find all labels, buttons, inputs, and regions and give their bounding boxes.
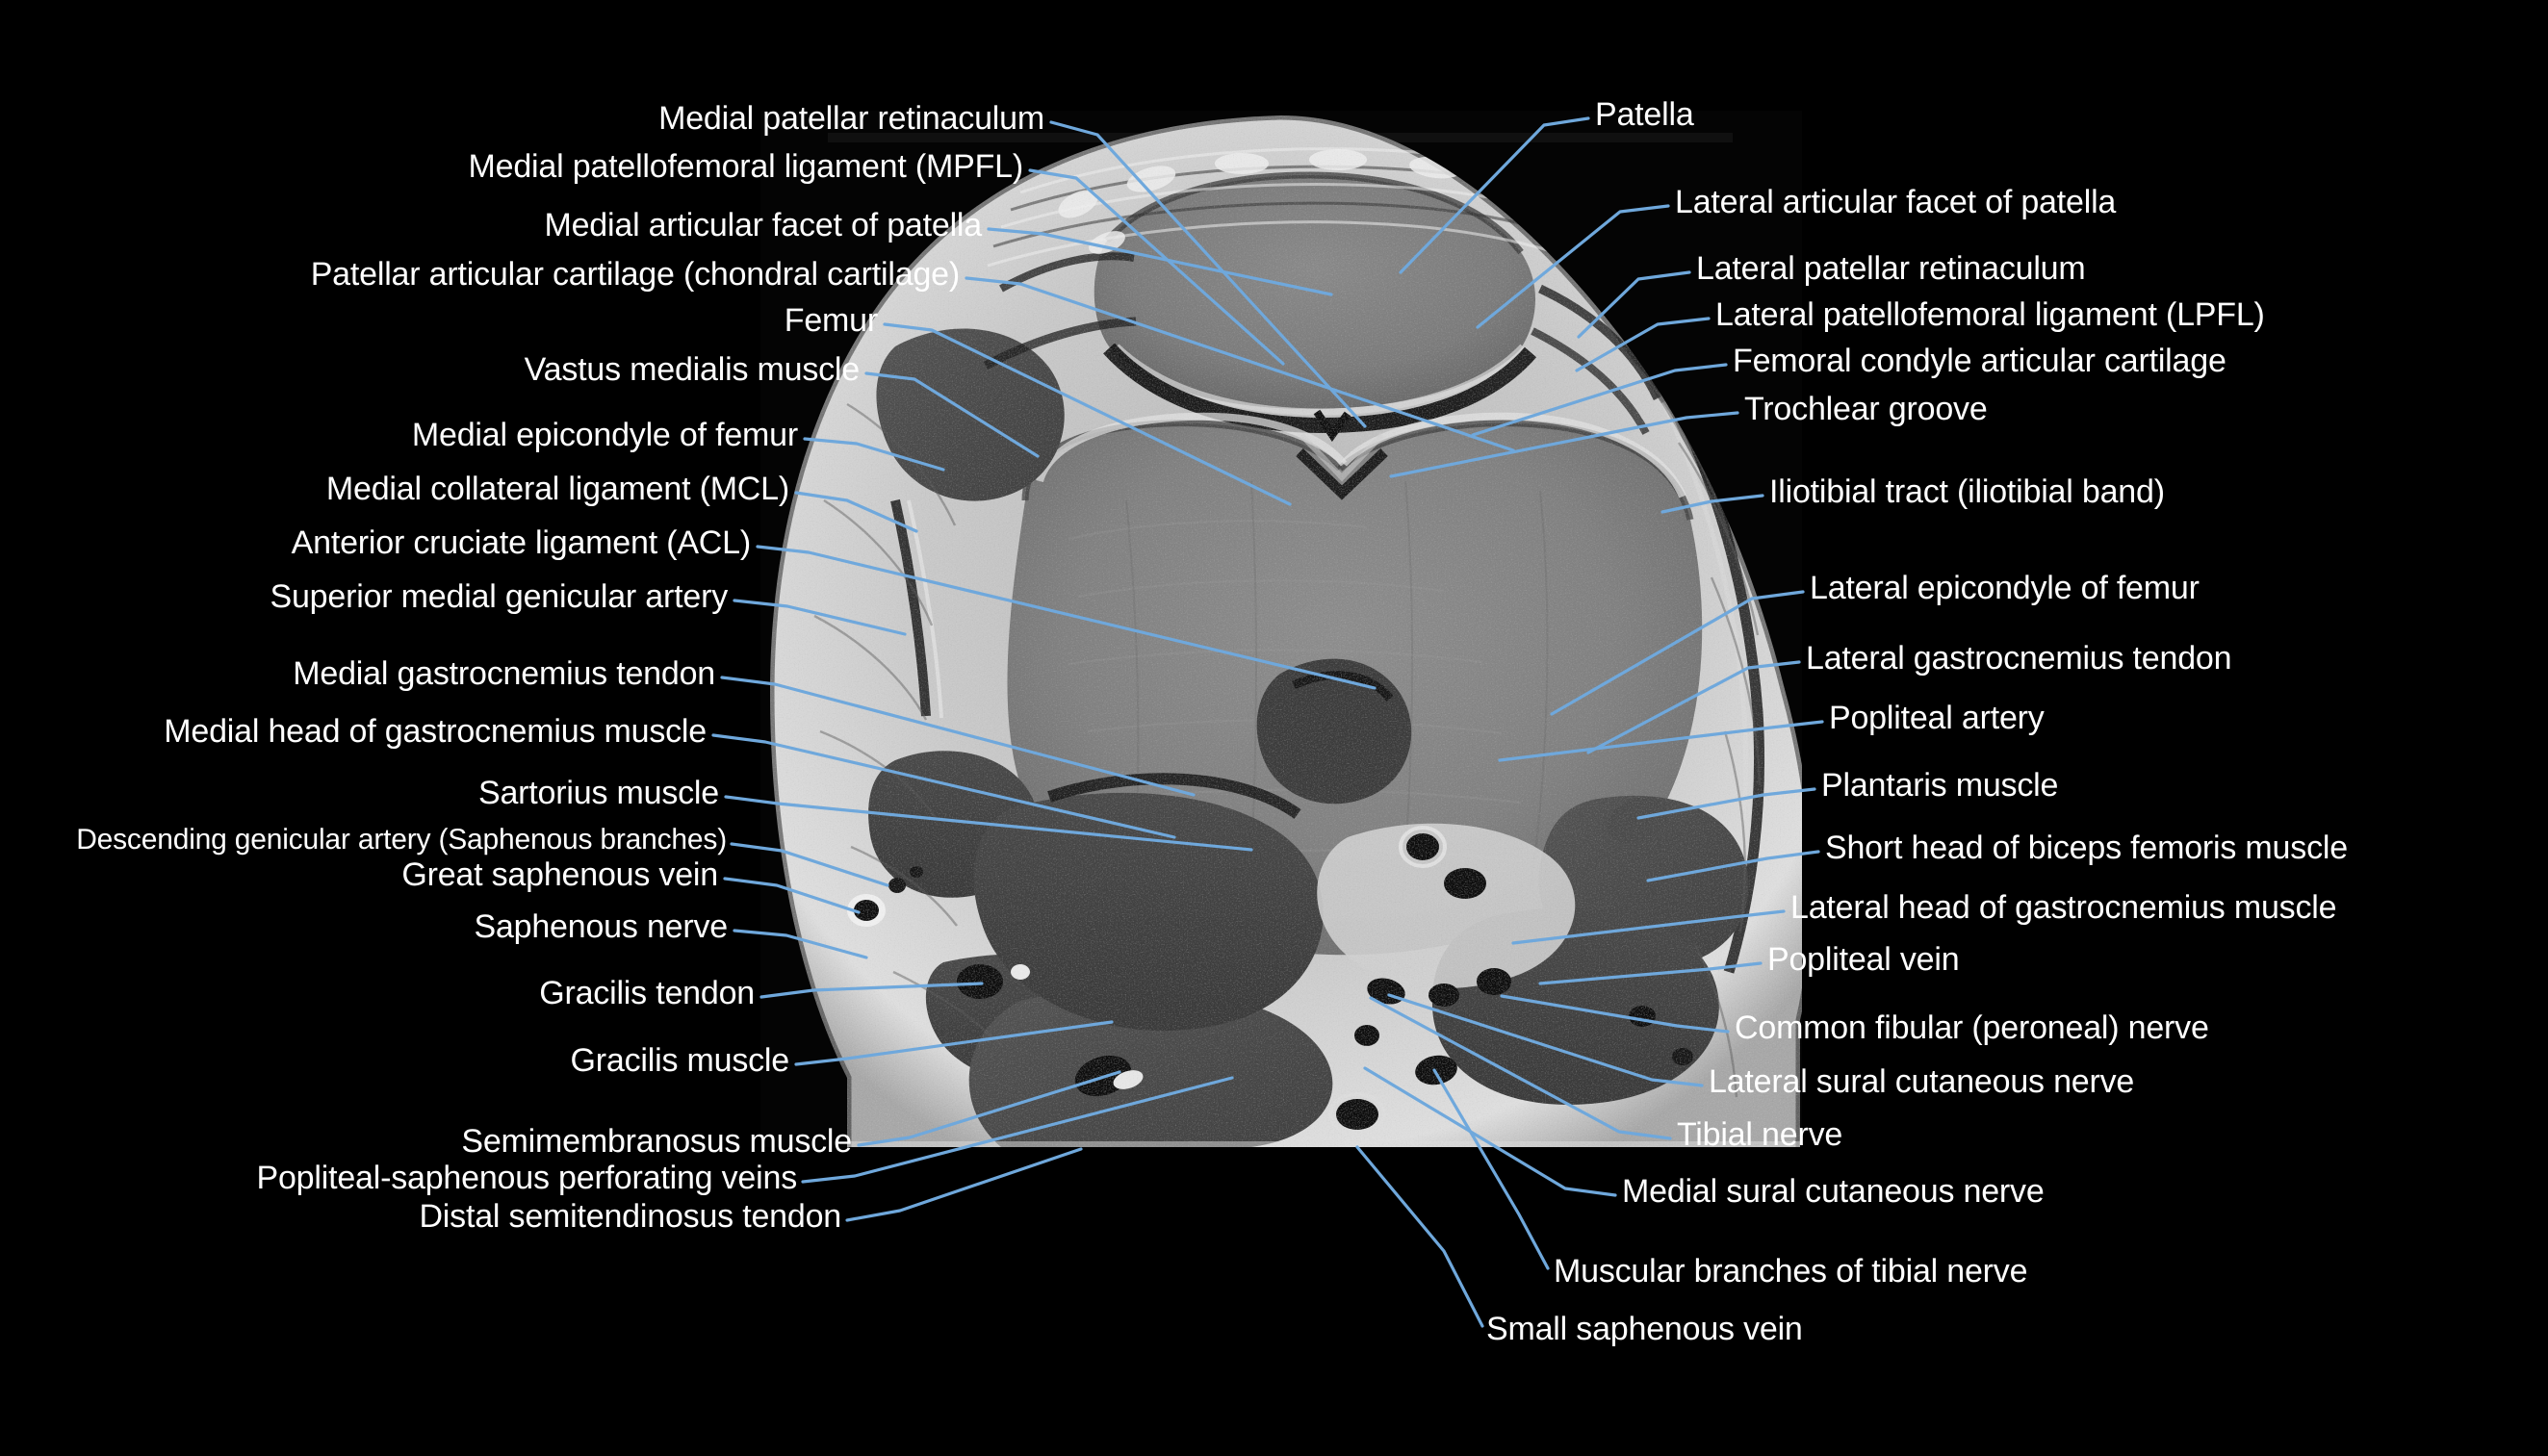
leader-line-great-saphenous-vein (723, 877, 861, 914)
leader-line-iliotibial-tract (1660, 494, 1764, 514)
leader-line-muscular-branches-of-tibial-nerve (1432, 1068, 1550, 1270)
leader-line-lateral-sural-cutaneous-nerve (1387, 993, 1704, 1087)
leader-line-medial-patellar-retinaculum (1049, 120, 1367, 428)
leader-line-femoral-condyle-articular-cartilage (1471, 363, 1728, 437)
leader-line-medial-epicondyle-of-femur (803, 437, 945, 472)
leader-line-lateral-patellofemoral-ligament (1575, 317, 1711, 372)
leader-line-lateral-patellar-retinaculum (1577, 270, 1691, 339)
leader-line-lateral-epicondyle-of-femur (1550, 590, 1805, 716)
leader-line-tibial-nerve (1369, 996, 1672, 1140)
leader-line-gracilis-muscle (794, 1020, 1114, 1066)
leader-line-distal-semitendinosus-tendon (845, 1147, 1083, 1222)
leader-line-sartorius-muscle (724, 795, 1253, 852)
leader-line-medial-gastrocnemius-tendon (720, 676, 1196, 797)
leader-line-medial-articular-facet-of-patella (987, 227, 1333, 296)
leader-line-popliteal-vein (1538, 961, 1763, 985)
leader-line-lateral-articular-facet-of-patella (1476, 204, 1670, 329)
leader-line-lateral-gastrocnemius-tendon (1586, 660, 1801, 754)
leader-line-plantaris-muscle (1636, 787, 1816, 820)
leader-line-medial-sural-cutaneous-nerve (1363, 1066, 1617, 1197)
leader-line-popliteal-saphenous-perforating-veins (801, 1076, 1234, 1184)
leader-line-medial-collateral-ligament (794, 491, 918, 533)
leader-line-descending-genicular-artery (730, 842, 889, 887)
leader-line-trochlear-groove (1389, 411, 1739, 478)
leader-line-medial-head-of-gastrocnemius-muscle (711, 733, 1176, 839)
leader-line-saphenous-nerve (733, 929, 868, 959)
leader-line-common-fibular-peroneal-nerve (1500, 994, 1730, 1034)
leader-line-popliteal-artery (1498, 720, 1824, 762)
leader-line-superior-medial-genicular-artery (733, 599, 907, 636)
leader-line-medial-patellofemoral-ligament (1028, 168, 1285, 366)
leader-line-lateral-head-of-gastrocnemius-muscle (1511, 909, 1786, 945)
leader-line-vastus-medialis-muscle (864, 371, 1040, 458)
leader-line-anterior-cruciate-ligament (756, 545, 1377, 690)
leader-line-semimembranosus-muscle (857, 1070, 1121, 1147)
leader-line-patella (1399, 116, 1590, 274)
leader-line-femur (883, 322, 1292, 506)
leader-line-gracilis-tendon (759, 982, 984, 999)
leader-line-small-saphenous-vein (1355, 1145, 1484, 1328)
leader-line-short-head-of-biceps-femoris-muscle (1646, 850, 1820, 882)
leader-line-patellar-articular-cartilage (965, 276, 1515, 452)
